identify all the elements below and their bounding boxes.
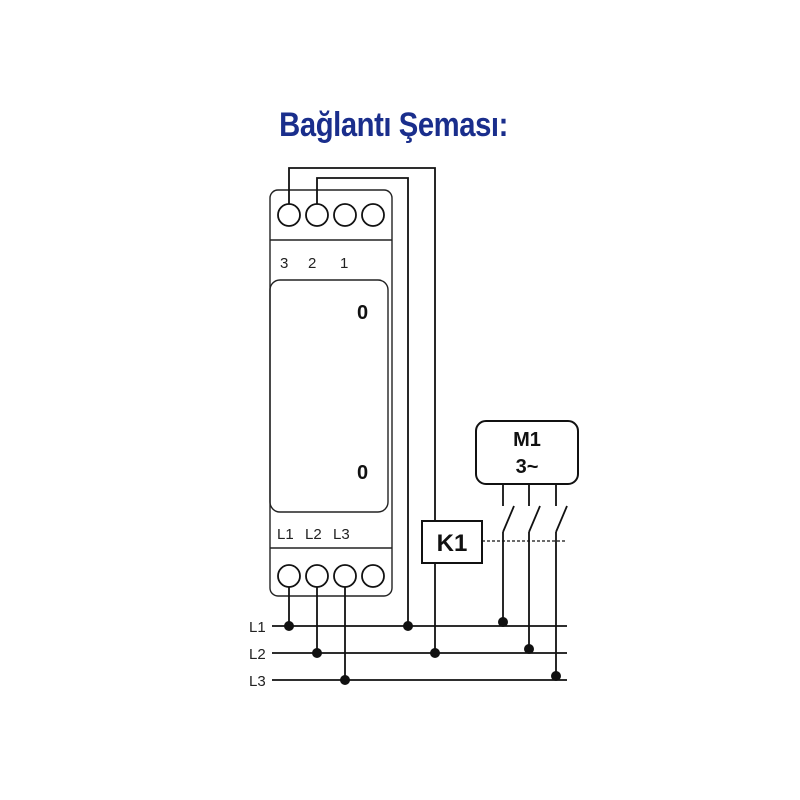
terminal-l2 (305, 564, 329, 588)
bottom-terminal-block (277, 564, 385, 588)
contactor-main-contacts (502, 484, 568, 676)
control-wires (288, 167, 436, 653)
relay-device (269, 189, 393, 597)
junction-dots (284, 617, 561, 685)
device-front-panel (269, 279, 389, 513)
top-terminal-label: 1 (340, 255, 348, 272)
junction-dot (284, 621, 294, 631)
bottom-terminal-label: L2 (305, 526, 322, 543)
top-terminal-block (277, 203, 385, 227)
indicator-bottom: 0 (357, 462, 368, 484)
terminal-l3 (333, 564, 357, 588)
contact-l1-blade (502, 505, 515, 533)
contact-l3-blade (555, 505, 568, 533)
diagram-title: Bağlantı Şeması: (279, 106, 508, 144)
motor-type: 3~ (516, 456, 539, 478)
terminal-2 (305, 203, 329, 227)
bottom-terminal-label: L1 (277, 526, 294, 543)
top-terminal-label: 2 (308, 255, 316, 272)
indicator-top: 0 (357, 302, 368, 324)
line-label: L2 (249, 646, 266, 663)
contactor-k1: K1 (421, 520, 483, 564)
line-label: L3 (249, 673, 266, 690)
junction-dot (312, 648, 322, 658)
motor-name: M1 (513, 429, 541, 451)
junction-dot (340, 675, 350, 685)
bottom-terminal-label: L3 (333, 526, 350, 543)
junction-dot (403, 621, 413, 631)
terminal-3 (277, 203, 301, 227)
supply-wires (288, 587, 346, 680)
line-label: L1 (249, 619, 266, 636)
wire-terminal-3-to-k1 (288, 167, 436, 521)
terminal-spare-top (361, 203, 385, 227)
wire-terminal-2-to-l1 (316, 177, 409, 626)
terminal-l1 (277, 564, 301, 588)
terminal-1 (333, 203, 357, 227)
motor-m1: M1 3~ (475, 420, 579, 485)
junction-dot (430, 648, 440, 658)
contactor-label: K1 (437, 530, 468, 557)
top-terminal-label: 3 (280, 255, 288, 272)
terminal-spare-bottom (361, 564, 385, 588)
contact-l2-blade (528, 505, 541, 533)
